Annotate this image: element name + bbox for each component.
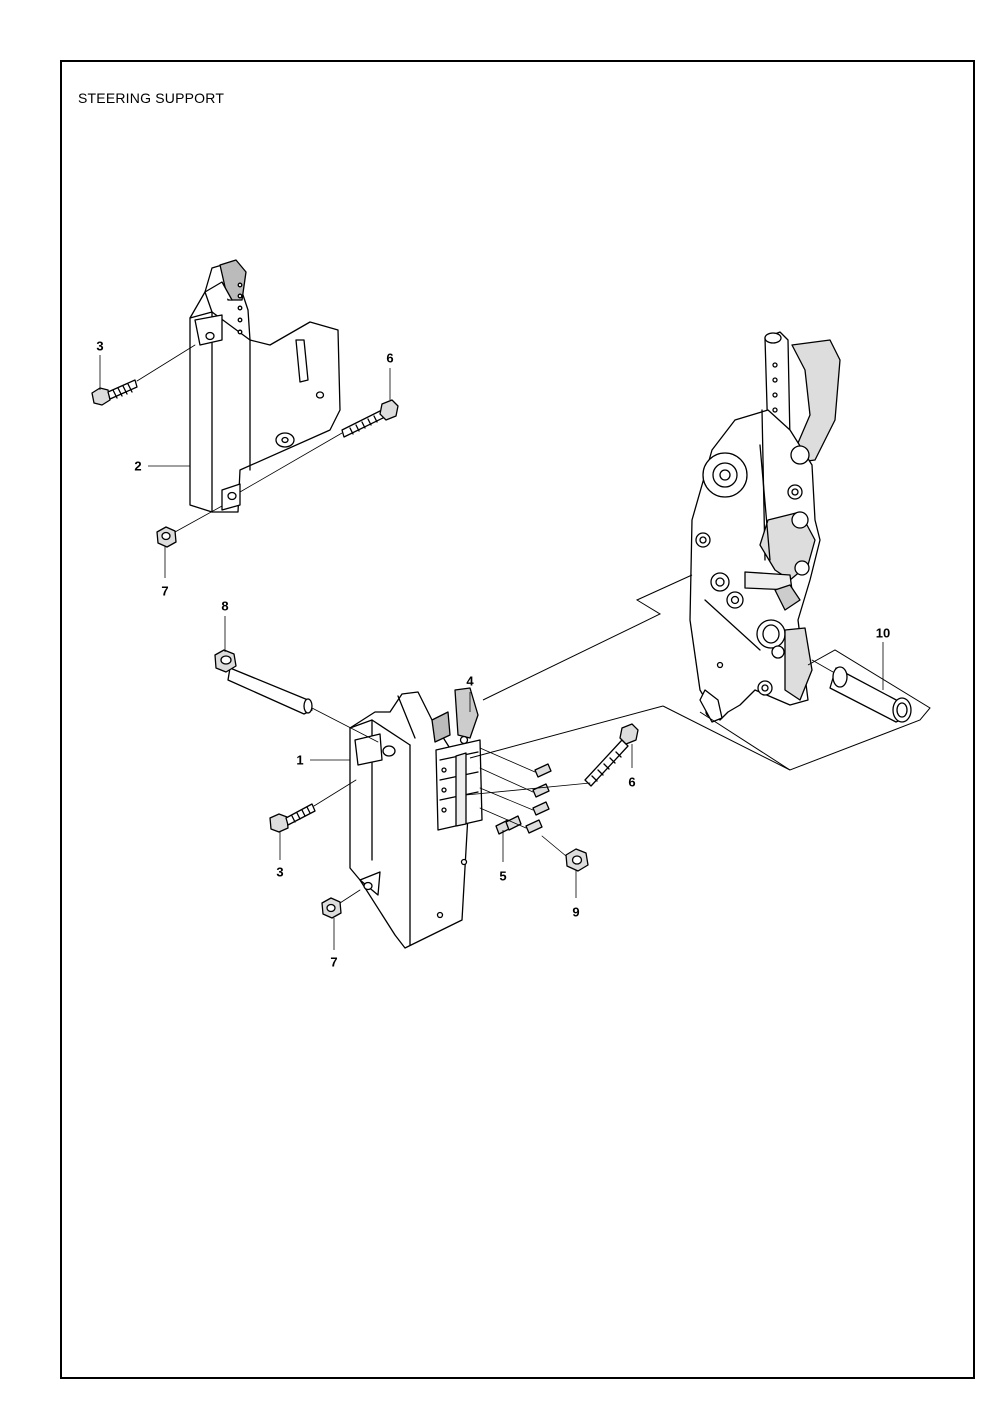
page-frame: [60, 60, 975, 1379]
callout-label: 9: [572, 904, 580, 920]
screws-part-5: [495, 763, 552, 835]
nut-part-7-upper: [156, 526, 177, 548]
bolt-part-3-lower: [269, 803, 316, 833]
bolt-part-6-lower: [584, 723, 639, 787]
upper-bracket-part-2: [189, 259, 341, 513]
callout-label: 4: [466, 673, 474, 689]
assembly-outline-lines: [469, 574, 931, 771]
callout-label: 5: [499, 868, 507, 884]
callout-label: 7: [161, 583, 169, 599]
nut-part-9: [565, 848, 589, 872]
callout-label: 6: [628, 774, 636, 790]
callout-label: 2: [134, 458, 142, 474]
pin-part-8: [214, 649, 313, 715]
callout-label: 3: [276, 864, 284, 880]
bolt-part-6-upper: [341, 399, 399, 438]
callout-label: 10: [875, 625, 891, 641]
steering-assembly: [689, 331, 841, 723]
bolt-part-3-upper: [91, 379, 138, 406]
callout-label: 1: [296, 752, 304, 768]
callout-label: 6: [386, 350, 394, 366]
nut-part-7-lower: [321, 897, 342, 919]
callout-label: 3: [96, 338, 104, 354]
callout-leader-lines: [99, 355, 884, 950]
page-title: STEERING SUPPORT: [78, 90, 225, 106]
callout-label: 7: [330, 954, 338, 970]
lower-bracket-part-1: [349, 687, 483, 949]
callout-label: 8: [221, 598, 229, 614]
sleeve-part-10: [829, 666, 912, 723]
